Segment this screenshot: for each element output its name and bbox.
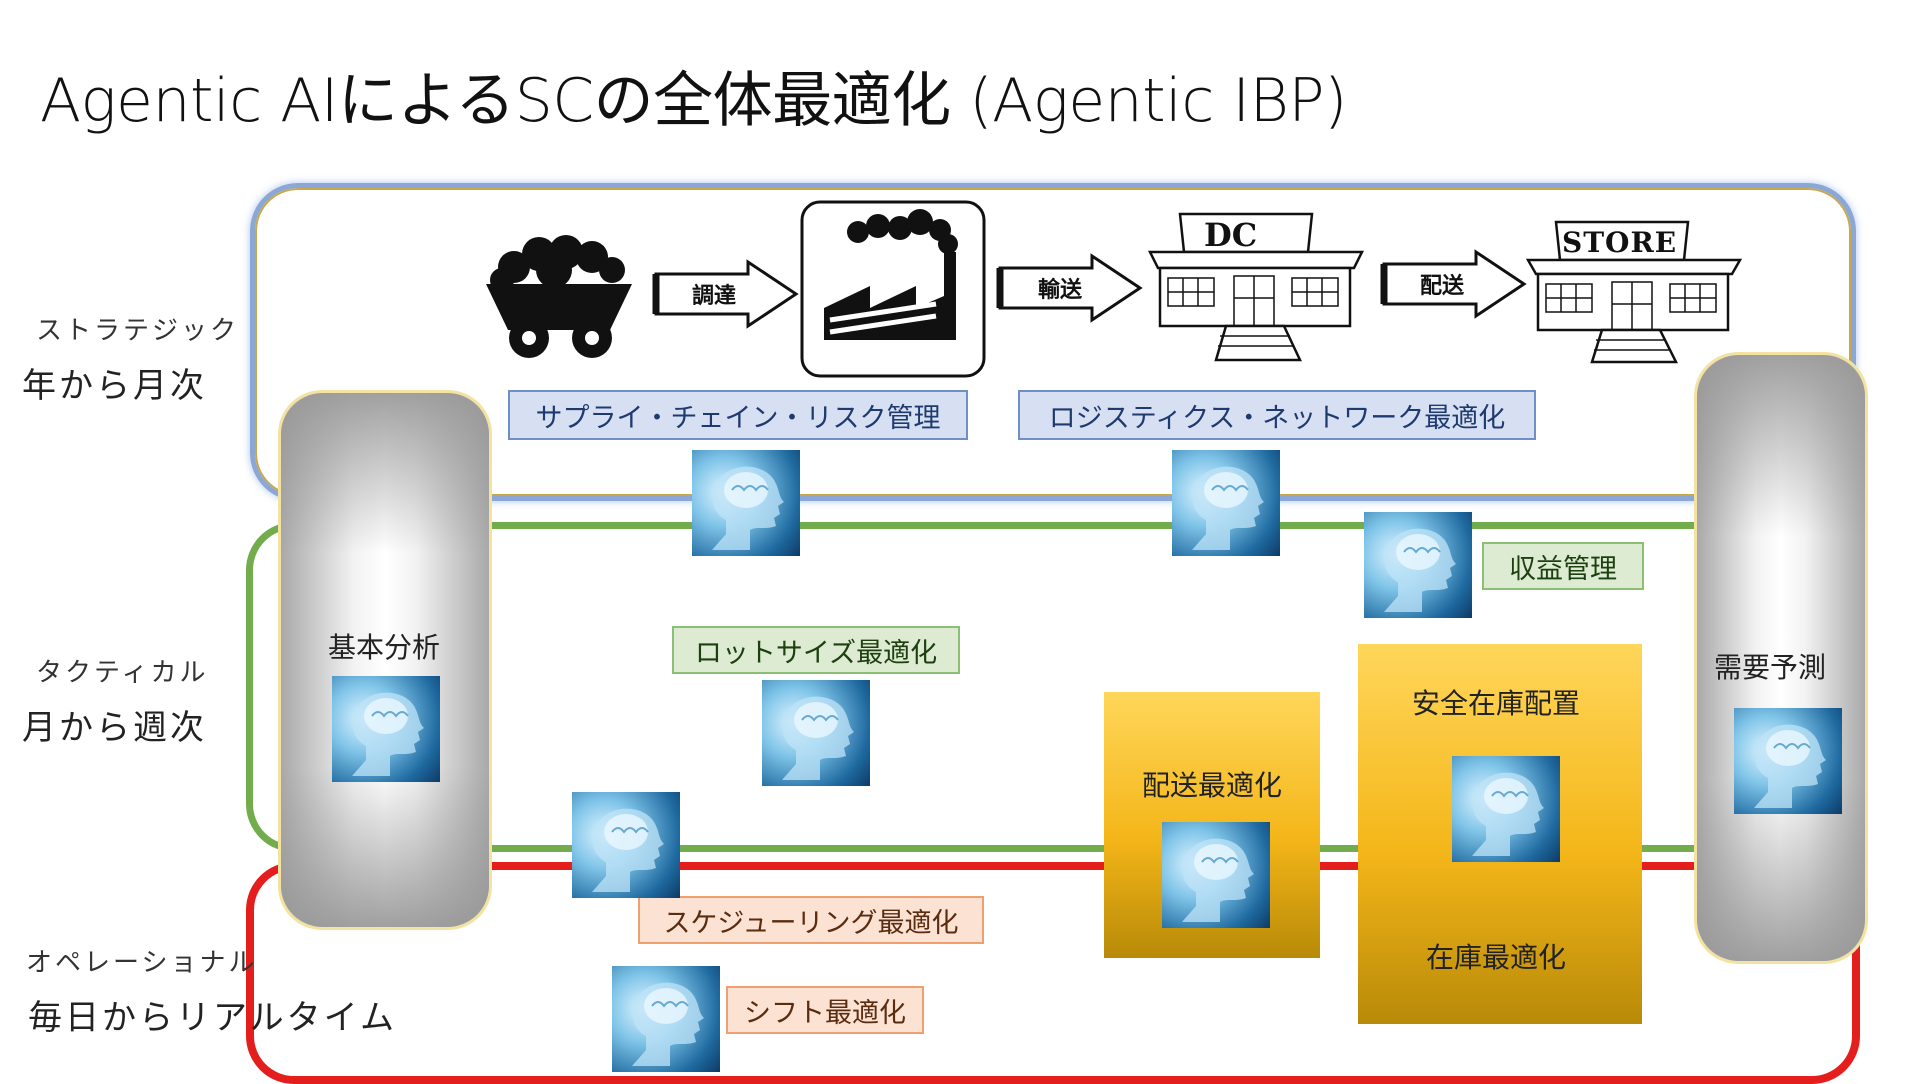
ai-head-icon bbox=[1172, 450, 1280, 556]
demand-forecast-pillar bbox=[1694, 352, 1868, 964]
factory-icon bbox=[800, 200, 986, 378]
coal-cart-icon bbox=[484, 232, 634, 360]
dc-sign: DC bbox=[1204, 216, 1258, 254]
basic-analysis-pillar bbox=[278, 390, 492, 930]
store-building-icon bbox=[1525, 220, 1743, 364]
ai-head-icon bbox=[1364, 512, 1472, 618]
procurement-label: 調達 bbox=[692, 284, 737, 309]
ai-head-icon bbox=[332, 676, 440, 782]
strategic-band bbox=[250, 183, 1856, 501]
shift-label: シフト最適化 bbox=[726, 986, 924, 1034]
tier-label-operational: オペレーショナル bbox=[26, 948, 258, 978]
tier-label-tactical: タクティカル bbox=[36, 658, 209, 688]
delivery-optimization-label: 配送最適化 bbox=[1142, 769, 1283, 802]
tier-range-tactical: 月から週次 bbox=[22, 708, 207, 748]
tier-label-strategic: ストラテジック bbox=[36, 316, 240, 346]
inventory-optimization-label: 在庫最適化 bbox=[1426, 941, 1567, 974]
ai-head-icon bbox=[612, 966, 720, 1072]
store-sign: STORE bbox=[1562, 226, 1678, 259]
delivery-label: 配送 bbox=[1420, 274, 1465, 299]
transport-label: 輸送 bbox=[1038, 278, 1083, 303]
ai-head-icon bbox=[572, 792, 680, 898]
revenue-management-label: 収益管理 bbox=[1482, 542, 1644, 590]
ai-head-icon bbox=[692, 450, 800, 556]
ai-head-icon bbox=[1452, 756, 1560, 862]
supply-chain-risk-label: サプライ・チェイン・リスク管理 bbox=[508, 390, 968, 440]
procurement-arrow bbox=[652, 258, 800, 330]
scheduling-label: スケジューリング最適化 bbox=[638, 896, 984, 944]
basic-analysis-label: 基本分析 bbox=[328, 631, 441, 664]
ai-head-icon bbox=[1734, 708, 1842, 814]
dc-building-icon bbox=[1147, 212, 1365, 362]
tier-range-operational: 毎日からリアルタイム bbox=[28, 998, 397, 1038]
ai-head-icon bbox=[762, 680, 870, 786]
delivery-arrow bbox=[1380, 248, 1528, 320]
tier-range-strategic: 年から月次 bbox=[22, 366, 207, 406]
ai-head-icon bbox=[1162, 822, 1270, 928]
transport-arrow bbox=[996, 252, 1144, 324]
lot-size-label: ロットサイズ最適化 bbox=[672, 626, 960, 674]
page-title: Agentic AIによるSCの全体最適化 (Agentic IBP) bbox=[40, 66, 1347, 136]
safety-stock-label: 安全在庫配置 bbox=[1412, 687, 1581, 720]
demand-forecast-label: 需要予測 bbox=[1714, 651, 1827, 684]
logistics-network-label: ロジスティクス・ネットワーク最適化 bbox=[1018, 390, 1536, 440]
